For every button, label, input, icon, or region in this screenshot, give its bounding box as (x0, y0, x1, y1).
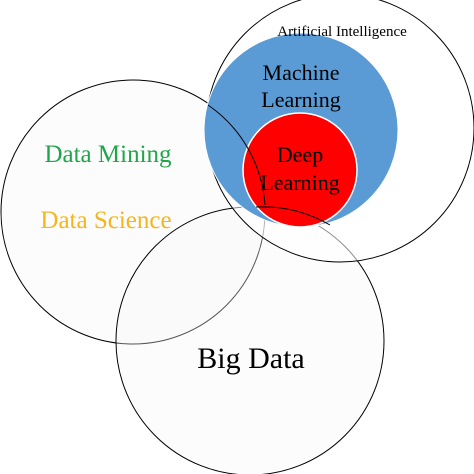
big-data-overlap-arc (255, 206, 331, 226)
machine-learning-label-line1: Machine (263, 60, 340, 85)
data-science-overlap-arc (207, 104, 266, 206)
deep-learning-circle (242, 112, 358, 228)
deep-learning-label-line1: Deep (277, 142, 323, 167)
big-data-label: Big Data (197, 342, 304, 375)
data-science-label: Data Science (40, 207, 171, 234)
data-mining-label: Data Mining (44, 141, 172, 168)
deep-learning-label-line2: Learning (260, 170, 339, 195)
artificial-intelligence-label: Artificial Intelligence (277, 24, 407, 40)
machine-learning-label-line2: Learning (261, 87, 340, 112)
